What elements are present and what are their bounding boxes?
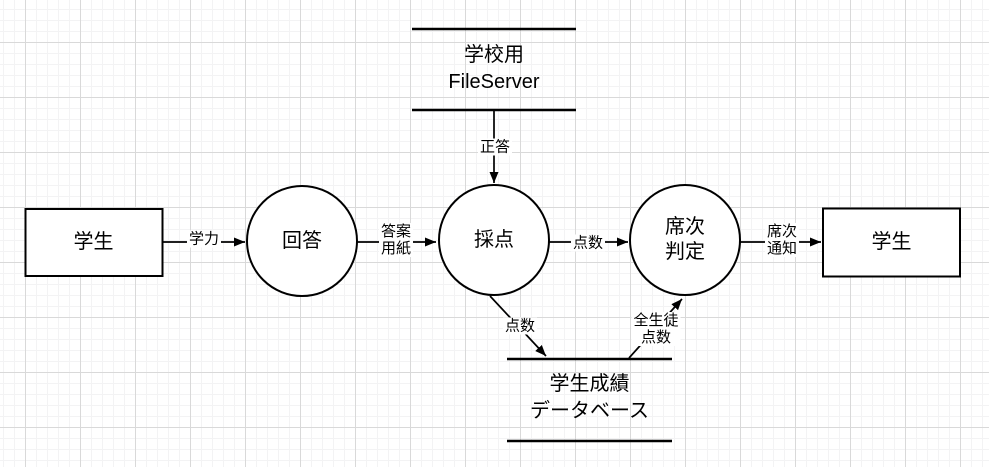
- datastore-fileserver-label[interactable]: 学校用 FileServer: [448, 42, 539, 96]
- edge-correct-answers-label[interactable]: 正答: [477, 138, 513, 156]
- process-scoring-shape[interactable]: [438, 184, 550, 296]
- edge-all-student-scores-label-line2: 点数: [640, 329, 672, 346]
- edge-score-to-db-label[interactable]: 点数: [502, 317, 538, 335]
- edge-rank-notice-label-line2: 通知: [766, 240, 798, 257]
- edge-all-student-scores-label-line1: 全生徒: [633, 312, 679, 329]
- process-ranking-label-line2: 判定: [665, 241, 705, 263]
- datastore-grades-db-label-line2: データベース: [530, 400, 649, 422]
- process-answer-label[interactable]: 回答: [282, 230, 322, 252]
- edge-score-to-ranking-label[interactable]: 点数: [570, 234, 606, 252]
- process-ranking-label-line1: 席次: [665, 216, 705, 238]
- edge-rank-notice-label[interactable]: 席次 通知: [764, 223, 800, 257]
- edge-rank-notice-label-line1: 席次: [766, 223, 798, 240]
- process-answer-shape[interactable]: [246, 185, 358, 297]
- edge-answer-sheet-label[interactable]: 答案 用紙: [378, 223, 414, 257]
- process-ranking-label[interactable]: 席次 判定: [665, 215, 705, 265]
- process-scoring-label[interactable]: 採点: [474, 229, 514, 251]
- external-entity-student-left-label[interactable]: 学生: [73, 231, 114, 253]
- edge-ability-label[interactable]: 学力: [186, 230, 222, 248]
- edge-answer-sheet-label-line2: 用紙: [380, 240, 412, 257]
- datastore-fileserver-label-line2: FileServer: [448, 71, 540, 93]
- external-entity-student-right-shape[interactable]: [822, 207, 961, 278]
- process-ranking-shape[interactable]: [629, 184, 741, 296]
- edge-all-student-scores-label[interactable]: 全生徒 点数: [631, 312, 681, 346]
- datastore-grades-db-label-line1: 学生成績: [549, 373, 630, 395]
- edge-answer-sheet-label-line1: 答案: [380, 223, 412, 240]
- datastore-grades-db-label[interactable]: 学生成績 データベース: [530, 371, 649, 425]
- external-entity-student-left-shape[interactable]: [24, 208, 164, 277]
- datastore-fileserver-label-line1: 学校用: [463, 44, 524, 66]
- external-entity-student-right-label[interactable]: 学生: [871, 231, 912, 253]
